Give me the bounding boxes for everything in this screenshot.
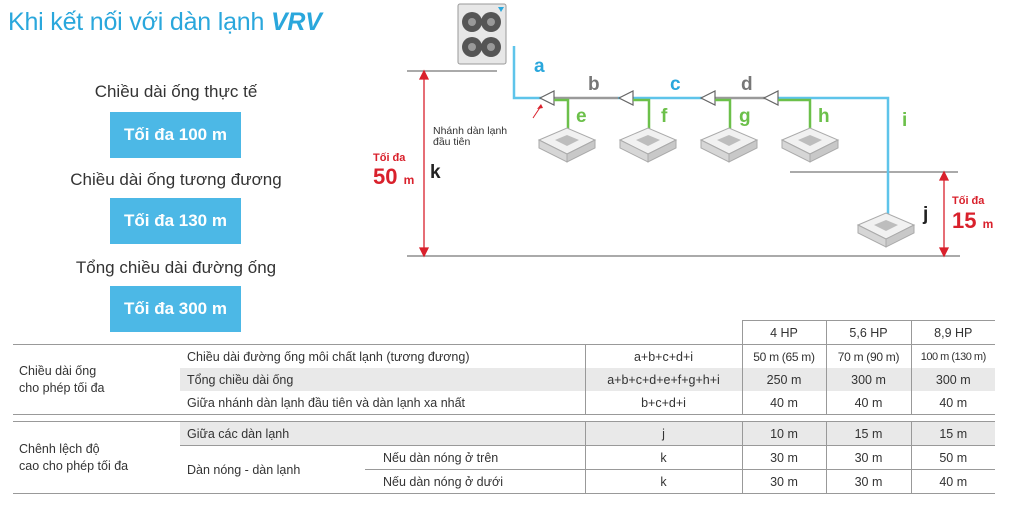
piping-diagram — [407, 3, 960, 258]
hp-header-4: 4 HP — [741, 320, 826, 345]
spec-value-actual-length: Tối đa 100 m — [110, 112, 241, 158]
label-e: e — [576, 106, 587, 127]
first-branch-note: Nhánh dàn lạnh đầu tiên — [433, 126, 507, 148]
row-subdesc: Nếu dàn nóng ở trên — [365, 445, 585, 470]
label-f: f — [661, 106, 668, 127]
row-formula: k — [584, 469, 742, 494]
pipe-f — [633, 98, 651, 132]
label-g: g — [739, 106, 751, 127]
table-header-row: 4 HP 5,6 HP 8,9 HP — [13, 320, 995, 345]
label-d: d — [741, 74, 753, 95]
title-emphasis: VRV — [270, 8, 322, 36]
group2-label-line1: Chênh lệch độ — [19, 441, 100, 456]
label-i: i — [902, 110, 908, 131]
indoor-unit-4-icon — [780, 127, 840, 163]
spec-label-actual-length: Chiều dài ống thực tế — [94, 82, 258, 101]
group-label-max-height: Chênh lệch độ cao cho phép tối đa — [13, 421, 180, 494]
spec-label-equivalent-length: Chiều dài ống tương đương — [70, 170, 282, 189]
branch-joint-3 — [699, 90, 716, 106]
title-prefix: Khi kết nối với dàn lạnh — [8, 8, 271, 36]
label-h: h — [818, 106, 830, 127]
label-c: c — [670, 74, 681, 95]
first-branch-note-line2: đầu tiên — [433, 136, 471, 148]
row-value: 15 m — [910, 421, 995, 446]
table-row: Nếu dàn nóng ở dưới k 30 m 30 m 40 m — [13, 469, 995, 494]
table-row: Chiều dài ống cho phép tối đa Chiều dài … — [13, 344, 995, 415]
left-limit-unit: m — [403, 173, 415, 187]
row-desc: Giữa nhánh dàn lạnh đầu tiên và dàn lạnh… — [180, 391, 585, 415]
label-k: k — [430, 162, 441, 183]
table-row: Tổng chiều dài ống a+b+c+d+e+f+g+h+i 250… — [13, 368, 995, 391]
first-branch-note-line1: Nhánh dàn lạnh — [433, 125, 508, 137]
spec-value-equivalent-length: Tối đa 130 m — [110, 198, 241, 244]
indoor-unit-1-icon — [537, 127, 597, 163]
group1-label-line2: cho phép tối đa — [19, 380, 105, 395]
left-limit-label: Tối đa — [373, 152, 406, 164]
label-b: b — [588, 74, 600, 95]
spec-table: 4 HP 5,6 HP 8,9 HP Chiều dài ống cho phé… — [13, 320, 995, 494]
indoor-unit-3-icon — [699, 127, 759, 163]
row-formula: b+c+d+i — [584, 391, 742, 415]
label-j: j — [923, 204, 929, 225]
branch-joint-2 — [617, 90, 634, 106]
row-desc: Tổng chiều dài ống — [180, 368, 585, 391]
table-spacer — [13, 415, 995, 422]
group-label-max-length: Chiều dài ống cho phép tối đa — [13, 344, 180, 415]
right-limit-value: 15 m — [952, 208, 993, 234]
row-subdesc: Nếu dàn nóng ở dưới — [365, 469, 585, 494]
table-row: Dàn nóng - dàn lạnh Nếu dàn nóng ở trên … — [13, 445, 995, 494]
label-a: a — [534, 56, 545, 77]
spec-value-total-length: Tối đa 300 m — [110, 286, 241, 332]
row-value: 100 m (130 m) — [910, 344, 995, 368]
row-value: 40 m — [741, 391, 826, 415]
height-arrow-k — [418, 69, 430, 258]
row-value: 30 m — [825, 445, 911, 470]
row-formula: a+b+c+d+i — [584, 344, 742, 368]
group2-label-line2: cao cho phép tối đa — [19, 458, 129, 473]
row-value: 30 m — [741, 469, 826, 494]
row-formula: j — [584, 421, 742, 446]
row-value: 10 m — [741, 421, 826, 446]
row-value: 15 m — [825, 421, 911, 446]
right-limit-unit: m — [982, 217, 994, 231]
row-desc: Dàn nóng - dàn lạnh — [180, 445, 365, 494]
row-value: 30 m — [741, 445, 826, 470]
row-formula: a+b+c+d+e+f+g+h+i — [584, 368, 742, 391]
pipe-h — [778, 98, 812, 132]
pipe-i — [778, 96, 890, 216]
indoor-unit-2-icon — [618, 127, 678, 163]
row-value: 30 m — [825, 469, 911, 494]
row-desc: Chiều dài đường ống môi chất lạnh (tương… — [180, 344, 585, 368]
row-value: 300 m — [825, 368, 911, 391]
pipe-e — [554, 98, 570, 132]
row-formula: k — [584, 445, 742, 470]
table-row: Chênh lệch độ cao cho phép tối đa Giữa c… — [13, 421, 995, 494]
row-value: 250 m — [741, 368, 826, 391]
left-limit-value: 50 m — [373, 164, 414, 190]
row-value: 70 m (90 m) — [825, 344, 911, 368]
row-value: 50 m — [910, 445, 995, 470]
hp-header-56: 5,6 HP — [825, 320, 911, 345]
branch-joint-1 — [538, 90, 555, 106]
right-limit-number: 15 — [952, 208, 977, 233]
branch-joint-4 — [762, 90, 779, 106]
height-arrow-j — [938, 170, 950, 258]
outdoor-unit-icon — [457, 3, 507, 65]
row-value: 300 m — [910, 368, 995, 391]
left-limit-number: 50 — [373, 164, 398, 189]
row-value: 40 m — [910, 391, 995, 415]
row-desc: Giữa các dàn lạnh — [180, 421, 585, 446]
pipe-a — [512, 46, 546, 100]
row-value: 40 m — [910, 469, 995, 494]
row-value: 40 m — [825, 391, 911, 415]
spec-label-total-length: Tổng chiều dài đường ống — [75, 258, 277, 277]
indoor-unit-5-icon — [856, 212, 916, 248]
page-title: Khi kết nối với dàn lạnh VRV — [8, 8, 322, 37]
hp-header-89: 8,9 HP — [910, 320, 995, 345]
pipe-g — [715, 98, 732, 132]
right-limit-label: Tối đa — [952, 195, 985, 207]
group1-label-line1: Chiều dài ống — [19, 363, 97, 378]
table-row: Giữa nhánh dàn lạnh đầu tiên và dàn lạnh… — [13, 391, 995, 415]
row-value: 50 m (65 m) — [741, 344, 826, 368]
